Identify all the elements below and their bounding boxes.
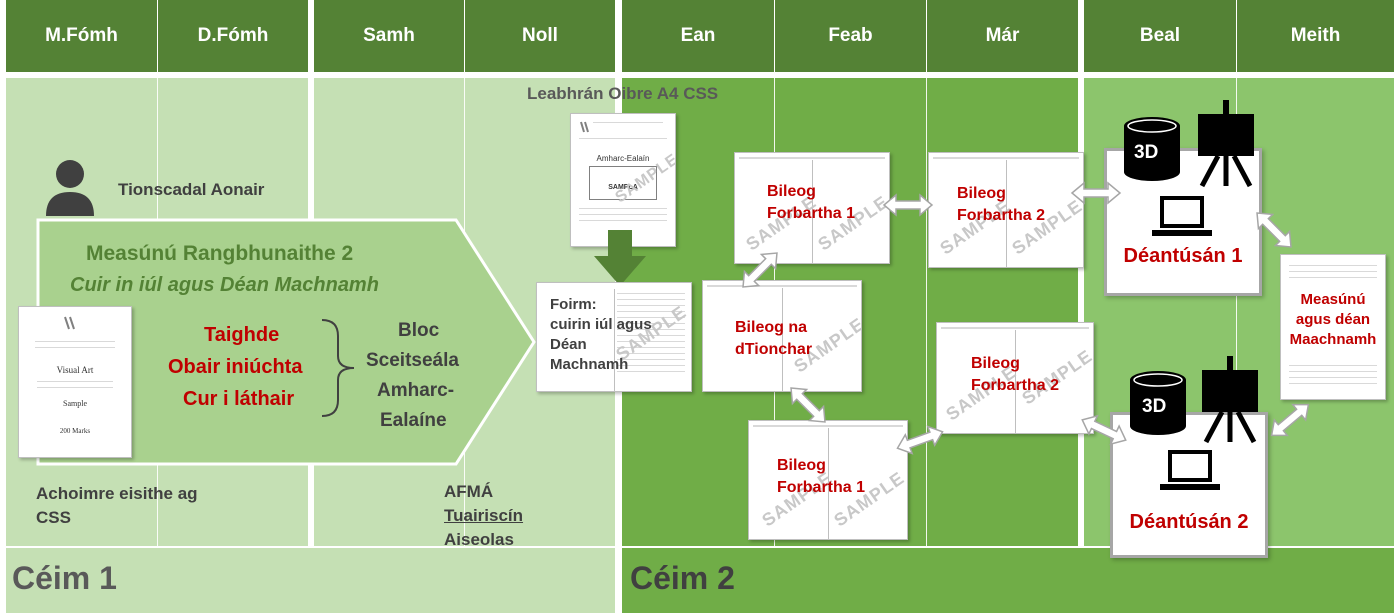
- sheet-watermark: SAMPLE: [830, 467, 908, 531]
- stage1-label: Céim 1: [12, 560, 117, 596]
- footer-stage2: [622, 548, 1394, 613]
- cover-doc-marks: 200 Marks: [59, 427, 91, 435]
- cylinder-3d-icon: [1124, 117, 1180, 181]
- sheet-watermark: SAMPLE: [742, 191, 821, 255]
- month-header-9: Meith: [1237, 0, 1394, 72]
- sheet-dev2-top-line-1: Bileog: [957, 185, 1006, 202]
- sheet-influence-line-1: Bileog na: [735, 319, 808, 336]
- month-header-3: Samh: [314, 0, 464, 72]
- sheet-development-2-bottom: SAMPLE SAMPLE Bileog Forbartha 2: [936, 322, 1094, 434]
- sheet-watermark: SAMPLE: [814, 191, 890, 255]
- evaluation-sheet: Measúnú agus déan Maachnamh: [1280, 254, 1386, 400]
- assessment-title: Measúnú Rangbhunaithe 2: [86, 242, 354, 265]
- footer-stage1: [6, 548, 615, 613]
- feedback-line-3: Aiseolas: [444, 530, 514, 549]
- evaluation-line-1: Measúnú: [1300, 291, 1366, 308]
- activity-research: Taighde: [204, 324, 280, 346]
- activity-presentation: Cur i láthair: [183, 388, 295, 410]
- product-1-box: Déantúsán 1: [1104, 148, 1262, 296]
- sheet-development-1-top: SAMPLE SAMPLE Bileog Forbartha 1: [734, 152, 890, 264]
- sheet-watermark: SAMPLE: [936, 195, 1015, 259]
- sheet-development-1-bottom: SAMPLE SAMPLE Bileog Forbartha 1: [748, 420, 908, 540]
- sheet-dev1-top-line-1: Bileog: [767, 183, 816, 200]
- cover-doc-subtitle: Sample: [63, 399, 87, 408]
- workbook-label: Leabhrán Oibre A4 CSS: [527, 84, 719, 103]
- form-label-line-4: Machnamh: [550, 356, 629, 373]
- sketchbook-line-4: Ealaíne: [380, 410, 447, 431]
- assessment-subtitle: Cuir in iúl agus Déan Machnamh: [70, 274, 379, 296]
- form-label-line-3: Déan: [550, 336, 587, 353]
- form-label-line-1: Foirm:: [550, 296, 597, 313]
- sheet-influences: SAMPLE Bileog na dTionchar: [702, 280, 862, 392]
- sheet-influence-line-2: dTionchar: [735, 341, 813, 358]
- sheet-dev2-bottom-line-1: Bileog: [971, 355, 1020, 372]
- month-header-8: Beal: [1084, 0, 1236, 72]
- month-header-7: Már: [927, 0, 1078, 72]
- form-label-line-2: cuirin iúl agus: [550, 316, 652, 333]
- workbook-cover-sample: SAMPLA: [608, 184, 638, 191]
- feedback-line-1: AFMÁ: [444, 482, 494, 501]
- evaluation-line-2: agus déan: [1295, 311, 1371, 328]
- month-header-6: Feab: [775, 0, 926, 72]
- sheet-watermark: SAMPLE: [758, 467, 837, 531]
- brace-icon: [321, 319, 355, 417]
- laptop-icon: [1152, 196, 1212, 236]
- sheet-dev2-top-line-2: Forbartha 2: [957, 207, 1046, 224]
- sketchbook-line-3: Amharc-: [377, 380, 455, 401]
- activity-investigation: Obair iniúchta: [168, 356, 303, 378]
- cover-document: Visual Art Sample 200 Marks: [18, 306, 132, 458]
- feedback-line-2: Tuairiscín: [444, 506, 524, 525]
- sheet-dev2-bottom-line-2: Forbartha 2: [971, 377, 1060, 394]
- month-header-2: D.Fómh: [158, 0, 308, 72]
- evaluation-line-3: Maachnamh: [1289, 331, 1377, 348]
- sheet-watermark: SAMPLE: [1008, 195, 1084, 259]
- cylinder-3d-icon: [1130, 371, 1186, 435]
- cover-doc-title: Visual Art: [56, 365, 94, 375]
- person-icon: [46, 160, 94, 216]
- badge-3d-bottom: 3D: [1142, 396, 1167, 417]
- stage2-label: Céim 2: [630, 560, 735, 596]
- workbook-cover-title: Amharc-Ealaín: [596, 154, 650, 163]
- down-arrow-icon: [594, 230, 646, 286]
- sheet-dev1-bottom-line-2: Forbartha 1: [777, 479, 866, 496]
- product-2-label: Déantúsán 2: [1129, 511, 1249, 533]
- brief-note-line-1: Achoimre eisithe ag: [36, 484, 198, 503]
- sheet-dev1-bottom-line-1: Bileog: [777, 457, 826, 474]
- brief-note-line-2: CSS: [36, 508, 71, 527]
- sketchbook-line-2: Sceitseála: [366, 350, 459, 371]
- product-2-box: Déantúsán 2: [1110, 412, 1268, 558]
- product-1-label: Déantúsán 1: [1123, 245, 1243, 267]
- sketchbook-line-1: Bloc: [398, 320, 440, 341]
- laptop-icon: [1160, 450, 1220, 490]
- badge-3d-top: 3D: [1134, 142, 1159, 163]
- easel-icon: [1202, 356, 1258, 444]
- month-header-5: Ean: [622, 0, 774, 72]
- month-header-4: Noll: [465, 0, 615, 72]
- workbook-form-sheet: SAMPLE: [536, 282, 692, 392]
- easel-icon: [1198, 100, 1254, 188]
- workbook-cover: Amharc-Ealaín SAMPLA SAMPLE: [570, 113, 676, 247]
- sheet-dev1-top-line-2: Forbartha 1: [767, 205, 856, 222]
- month-header-1: M.Fómh: [6, 0, 157, 72]
- sheet-development-2-top: SAMPLE SAMPLE Bileog Forbartha 2: [928, 152, 1084, 268]
- project-type: Tionscadal Aonair: [118, 180, 265, 199]
